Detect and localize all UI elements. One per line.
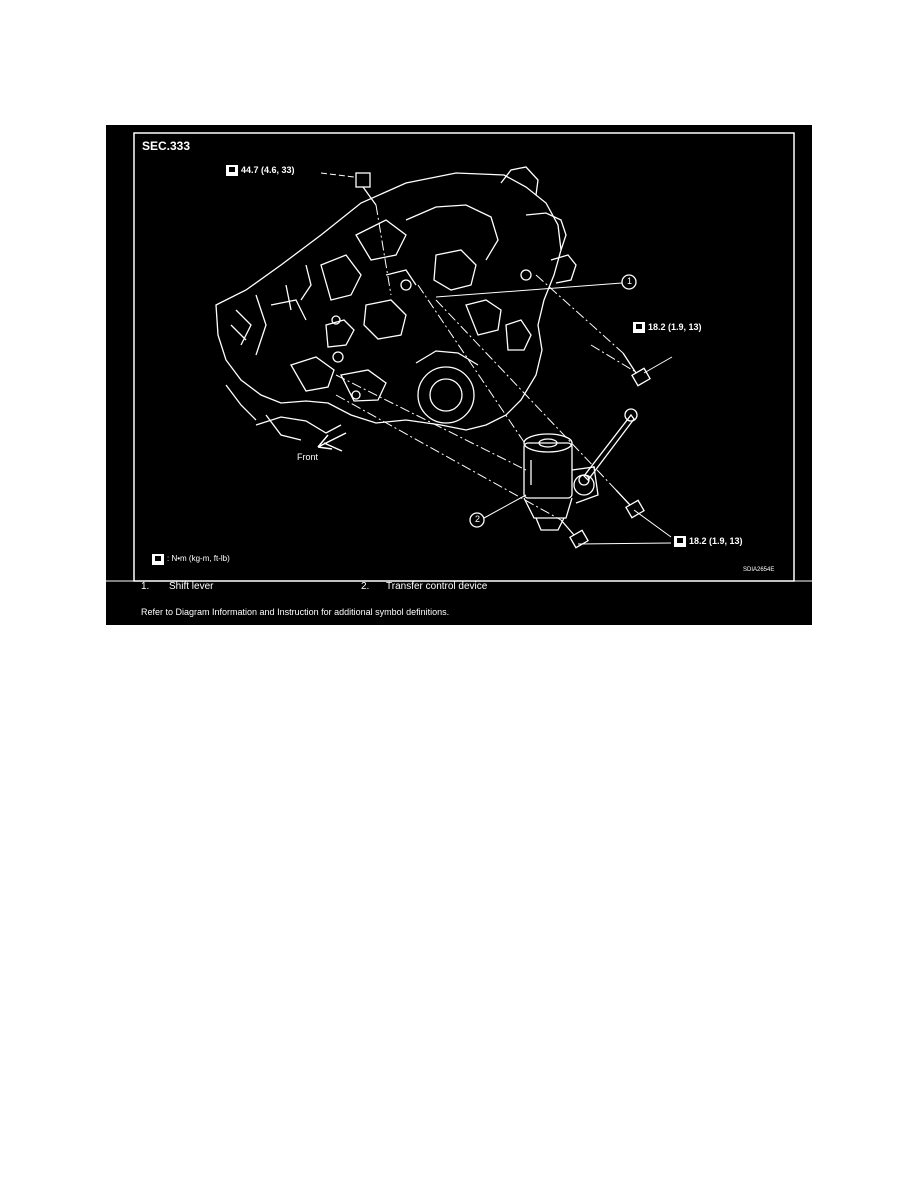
unit-legend: : N•m (kg-m, ft-lb) <box>167 554 230 563</box>
torque-value-top: 44.7 (4.6, 33) <box>241 165 295 175</box>
torque-wrench-icon <box>633 322 645 333</box>
right-bolt <box>622 352 651 387</box>
torque-value-right: 18.2 (1.9, 13) <box>648 322 702 332</box>
diagram-figure: SEC.333 44.7 (4.6, 33) 18.2 (1.9, 13) 18… <box>106 125 812 625</box>
diagram-drawing <box>106 132 812 582</box>
alignment-lines <box>335 204 635 521</box>
callout-2-label: 2 <box>474 514 480 524</box>
lower-bolts <box>560 489 645 549</box>
figure-code: SDIA2654E <box>743 567 775 573</box>
front-arrow-icon <box>317 432 347 452</box>
torque-value-bottom: 18.2 (1.9, 13) <box>689 536 743 546</box>
callout-1-circle <box>621 274 637 290</box>
top-torque-leader <box>320 172 355 178</box>
legend-item-2-number: 2. <box>361 581 370 592</box>
torque-wrench-icon <box>152 554 164 565</box>
callout-2-circle <box>469 512 485 528</box>
transfer-control-device <box>523 433 599 531</box>
shift-lever <box>578 408 638 486</box>
legend-note: Refer to Diagram Information and Instruc… <box>141 607 450 617</box>
legend-item-1-label: Shift lever <box>169 581 214 592</box>
transfer-case <box>215 166 577 441</box>
legend-item-1-number: 1. <box>141 581 150 592</box>
front-label: Front <box>297 452 319 462</box>
legend-item-2-label: Transfer control device <box>386 581 488 592</box>
section-label: SEC.333 <box>142 139 191 153</box>
callout-1-label: 1 <box>626 276 632 286</box>
torque-wrench-icon <box>226 165 238 176</box>
callout-leaders <box>435 282 673 545</box>
torque-wrench-icon <box>674 536 686 547</box>
top-bolt <box>355 172 377 206</box>
